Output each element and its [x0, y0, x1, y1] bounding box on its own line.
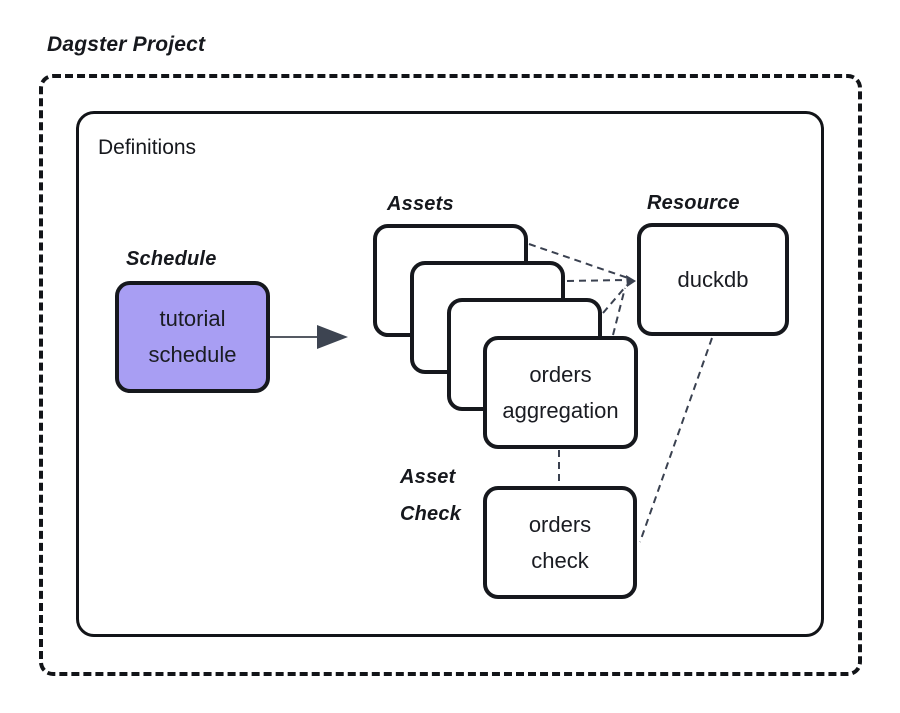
asset-check-label-line1: Asset — [400, 466, 456, 488]
definitions-label: Definitions — [98, 136, 197, 159]
node-tutorial-schedule-line1: tutorial — [159, 306, 226, 331]
node-orders-check-line2: check — [531, 547, 589, 573]
schedule-group-label: Schedule — [126, 248, 217, 270]
resource-group-label: Resource — [647, 192, 740, 214]
dagster-project-container — [39, 74, 862, 676]
node-orders-aggregation-line2: aggregation — [502, 397, 619, 423]
diagram-title: Dagster Project — [47, 33, 206, 56]
asset-check-group-label: Asset Check — [400, 459, 461, 533]
assets-group-label: Assets — [387, 193, 454, 215]
node-tutorial-schedule-line2: schedule — [148, 342, 237, 367]
node-tutorial-schedule: tutorial schedule — [115, 281, 270, 393]
node-orders-aggregation-line1: orders — [529, 361, 592, 387]
node-orders-check: orders check — [483, 486, 637, 599]
node-duckdb-label: duckdb — [677, 266, 749, 292]
node-orders-aggregation: orders aggregation — [483, 336, 638, 449]
node-orders-check-line1: orders — [528, 511, 592, 537]
asset-check-label-line2: Check — [400, 503, 462, 525]
node-duckdb: duckdb — [637, 223, 789, 336]
